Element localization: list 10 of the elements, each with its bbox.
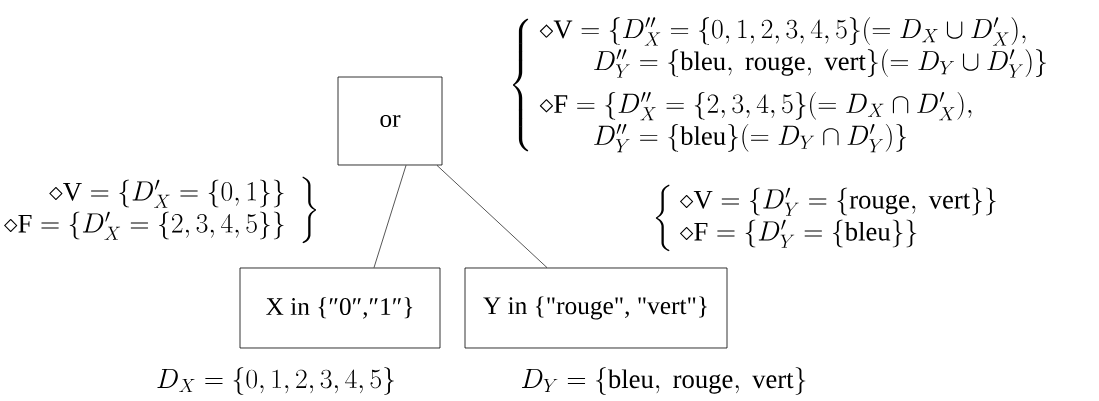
text-box: X in {″0″,″1″} <box>239 267 441 349</box>
braced-equations: $\left.\begin{array}{r}\diamond\mathrm{V}=\{D'_X=\{0,1\}\}\\ \diamond\mathrm{F}=\{D'_X=\{2,3,4,5\}\}\end{array}\ \right\}$ <box>4 176 317 244</box>
connector-line <box>436 165 548 268</box>
connector-line <box>373 165 407 268</box>
braced-equations: $\left\{\begin{array}{l}\diamond\mathrm{V}=\{D'_Y=\{\mathrm{rouge,\ vert}\}\}\\ \diamond\mathrm{F}=\{D'_Y=\{\mathrm{bleu}\}\}\end{array}\right.$ <box>655 184 996 252</box>
text-box: or <box>337 76 443 166</box>
braced-equations: $\left\{\begin{array}{l}\diamond\mathrm{V}=\{D''_X=\{0,1,2,3,4,5\}(=D_X\cup D'_X),\\ \qquad D''_Y=\{\mathrm{bleu,\ rouge,\ vert}\}(=D_Y\cup D'_Y)\}\\[8pt] \diamond\mathrm{F}=\{D''_X=\{2,3,4,5\}(=D_X\cap D'_X),\\ \qquad D''_Y=\{\mathrm{bleu}\}(=D_Y\cap D'_Y)\}\end{array}\right.$ <box>513 17 1046 153</box>
text-box: Y in {"rouge", "vert"} <box>464 267 728 349</box>
set-equation: $D_X=\{0,1,2,3,4,5\}$ <box>157 367 394 395</box>
set-equation: $D_Y=\{\mathrm{bleu,\ rouge,\ vert}\}$ <box>521 367 806 395</box>
